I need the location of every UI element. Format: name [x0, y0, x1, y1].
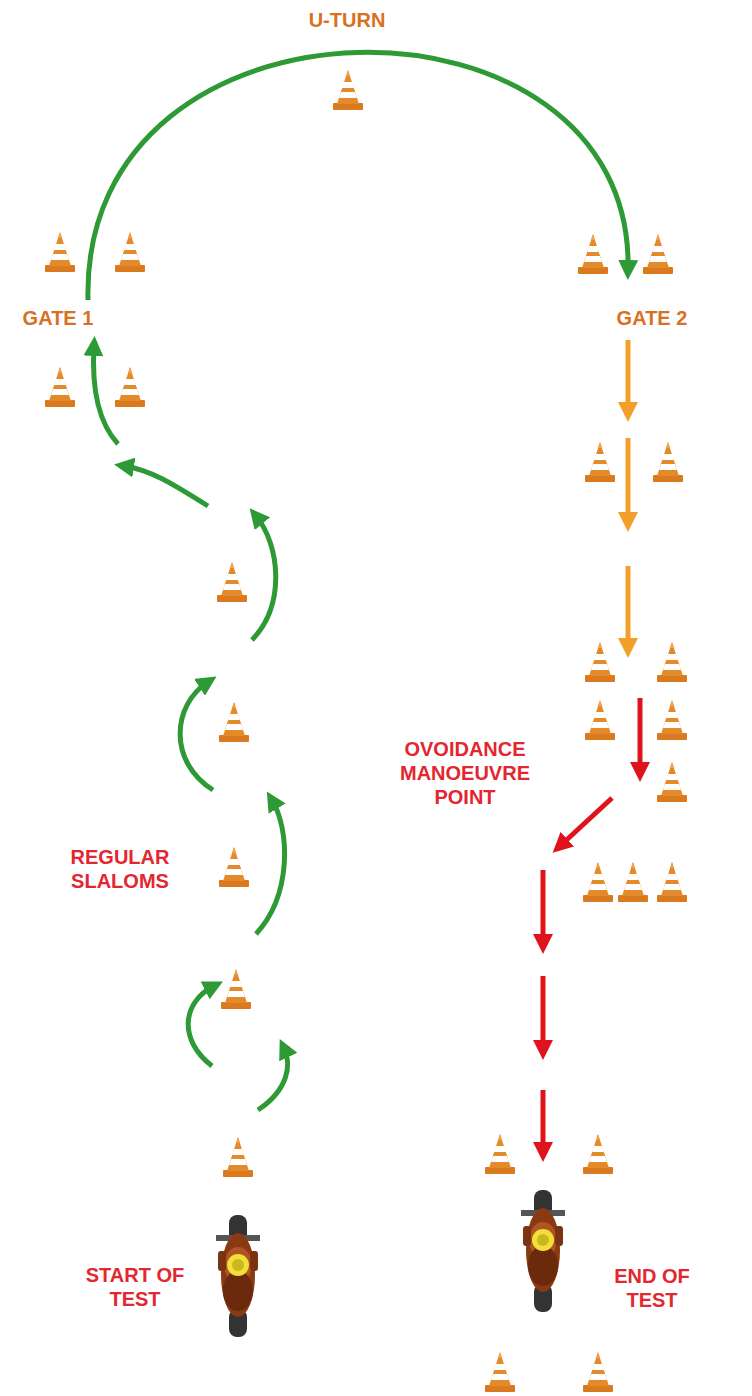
cones — [45, 70, 687, 1392]
motorcycle-end — [521, 1190, 565, 1312]
motorcycle-start — [216, 1215, 260, 1337]
green-arrows — [88, 52, 628, 1110]
orange-arrows — [626, 340, 631, 648]
start-label: START OF TEST — [80, 1263, 190, 1311]
section-label: REGULAR SLALOMS — [40, 845, 200, 893]
gate-label: GATE 2 — [594, 306, 710, 330]
end-label: END OF TEST — [612, 1264, 692, 1312]
section-label: OVOIDANCE MANOEUVRE POINT — [395, 737, 535, 809]
red-arrows — [543, 698, 640, 1152]
heading-label: U-TURN — [287, 8, 407, 32]
gate-label: GATE 1 — [2, 306, 114, 330]
